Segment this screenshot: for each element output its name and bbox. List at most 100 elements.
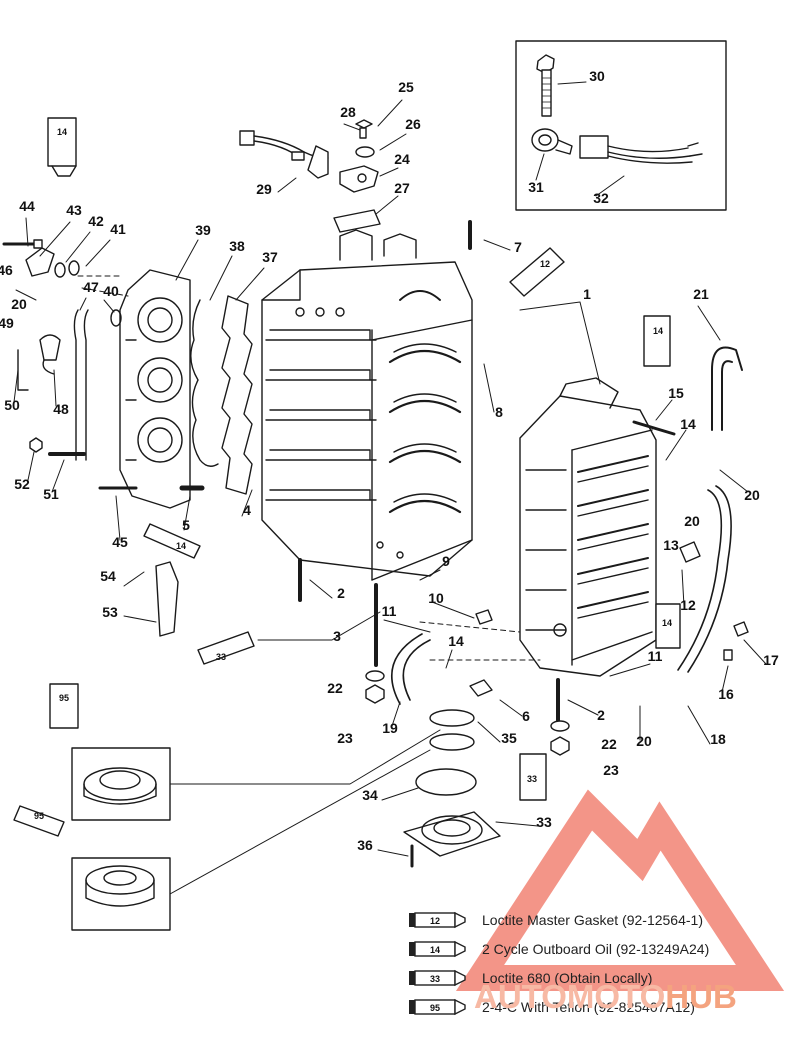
callout-c33a: 33 [536, 814, 552, 830]
hose-18 [677, 485, 732, 673]
callout-c10: 10 [428, 590, 444, 606]
bolt-30 [536, 54, 555, 117]
callout-c15: 15 [668, 385, 684, 401]
callout-c24: 24 [394, 151, 410, 167]
callout-c11a: 11 [382, 603, 397, 619]
callout-c25: 25 [398, 79, 414, 95]
legend-text: 2-4-C With Teflon (92-825407A12) [482, 999, 695, 1015]
callout-c7: 7 [514, 239, 522, 255]
washer-22b [550, 720, 570, 732]
callout-c42: 42 [88, 213, 104, 229]
watermark-text: AUTOMOTOHUB [474, 978, 737, 1016]
watermark-part2: HUB [665, 978, 737, 1015]
tube-label-t95b: 95 [34, 811, 44, 821]
callout-c23b: 23 [603, 762, 619, 778]
sensor-harness-29 [239, 130, 329, 179]
tube-label-t95a: 95 [59, 693, 69, 703]
sealant-tube-14-lower-left [143, 523, 201, 559]
callout-c20d: 20 [11, 296, 27, 312]
sealant-tube-33-center [519, 753, 547, 801]
callout-c37: 37 [262, 249, 278, 265]
callout-c1: 1 [583, 286, 591, 302]
watermark-logo-icon [455, 789, 785, 991]
tube-label-t33a: 33 [216, 652, 226, 662]
tube-label-t14c: 14 [176, 541, 186, 551]
callout-c6: 6 [522, 708, 530, 724]
callout-c23a: 23 [337, 730, 353, 746]
callout-c17: 17 [763, 652, 779, 668]
callout-c14a: 14 [448, 633, 464, 649]
callout-c39: 39 [195, 222, 211, 238]
tube-label-t14a: 14 [57, 127, 67, 137]
gasket-37 [221, 295, 253, 495]
callout-c27: 27 [394, 180, 410, 196]
legend-code: 12 [430, 916, 440, 926]
bolt-44 [2, 239, 43, 249]
callout-c26: 26 [405, 116, 421, 132]
callout-c40: 40 [103, 283, 119, 299]
callout-c19: 19 [382, 720, 398, 736]
nut-23b [550, 736, 570, 756]
plate-27 [333, 209, 381, 233]
callout-c32: 32 [593, 190, 609, 206]
cover-plate-43 [25, 247, 55, 277]
callout-c5: 5 [182, 517, 190, 533]
nut-23a [365, 684, 385, 704]
tube-icon: 33 [409, 969, 466, 987]
fitting-10 [475, 609, 493, 625]
callout-c29: 29 [256, 181, 272, 197]
valve-13 [679, 541, 701, 563]
callout-c49: 49 [0, 315, 14, 331]
callout-c52: 52 [14, 476, 30, 492]
washer-41 [68, 260, 80, 276]
callout-c36: 36 [357, 837, 373, 853]
tube-icon: 14 [409, 940, 466, 958]
hose-21 [711, 346, 743, 431]
legend-code: 14 [430, 945, 440, 955]
o-ring-34 [415, 768, 477, 796]
callout-c31: 31 [528, 179, 544, 195]
nut-52 [29, 437, 43, 453]
hose-19 [391, 633, 431, 705]
callout-c12a: 12 [680, 597, 696, 613]
callout-c4: 4 [243, 502, 251, 518]
callout-c51: 51 [43, 486, 59, 502]
callout-c34: 34 [362, 787, 378, 803]
legend-text: Loctite 680 (Obtain Locally) [482, 970, 653, 986]
callout-c14b: 14 [680, 416, 696, 432]
plug-16 [723, 649, 733, 661]
callout-c20c: 20 [636, 733, 652, 749]
seal-35a [429, 709, 475, 727]
callout-c54: 54 [100, 568, 116, 584]
screw-28 [355, 119, 373, 139]
callout-c20b: 20 [684, 513, 700, 529]
sender-48 [39, 334, 61, 375]
callout-c50: 50 [4, 397, 20, 413]
cylinder-head-39 [119, 269, 191, 509]
callout-c9: 9 [442, 553, 450, 569]
clamp-53 [155, 561, 179, 637]
tube-label-t33b: 33 [527, 774, 537, 784]
plug-17 [733, 621, 749, 637]
bracket-50 [17, 349, 29, 391]
sealant-tube-95-left [49, 683, 79, 729]
callout-c43: 43 [66, 202, 82, 218]
sealant-tube-12-top [509, 247, 565, 297]
legend-row-95: 95 2-4-C With Teflon (92-825407A12) [408, 995, 695, 1019]
seal-detail-box-1 [71, 747, 171, 821]
callout-c21: 21 [693, 286, 709, 302]
callout-labels: 1223456789101111121314141516171819202020… [0, 68, 779, 853]
grommet-42 [54, 262, 66, 278]
inset-box [515, 40, 727, 211]
watermark-part1: AUTOMOTO [474, 978, 666, 1015]
callout-c13: 13 [663, 537, 679, 553]
callout-c44: 44 [19, 198, 35, 214]
legend-text: 2 Cycle Outboard Oil (92-13249A24) [482, 941, 710, 957]
tube-icon: 95 [409, 998, 466, 1016]
tube-label-t14d: 14 [662, 618, 672, 628]
callout-c38: 38 [229, 238, 245, 254]
hose-47 [73, 309, 89, 461]
callout-c41: 41 [110, 221, 126, 237]
